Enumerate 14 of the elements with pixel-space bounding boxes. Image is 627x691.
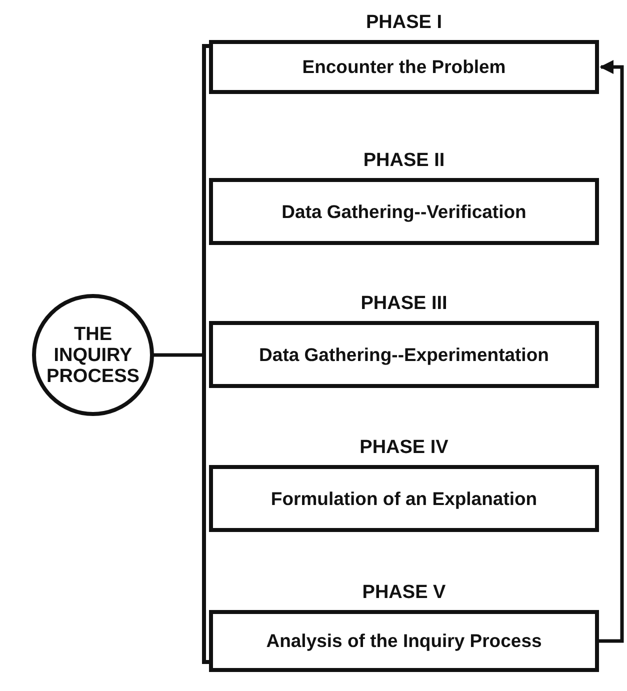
topic-label: THE INQUIRY PROCESS [46,324,140,386]
phase-heading: PHASE III [360,293,448,315]
phase-label: Encounter the Problem [302,56,506,78]
topic-circle [32,294,154,416]
phase-heading: PHASE I [364,12,444,34]
phase-label: Analysis of the Inquiry Process [266,630,542,652]
phase-heading: PHASE II [362,150,446,172]
connector-line [152,353,204,357]
phase-label: Formulation of an Explanation [270,488,538,510]
phase-label: Data Gathering--Experimentation [259,344,549,366]
phase-heading: PHASE V [361,582,447,604]
phase-heading: PHASE IV [358,437,450,459]
phase-label: Data Gathering--Verification [282,200,526,222]
arrow [599,60,624,643]
